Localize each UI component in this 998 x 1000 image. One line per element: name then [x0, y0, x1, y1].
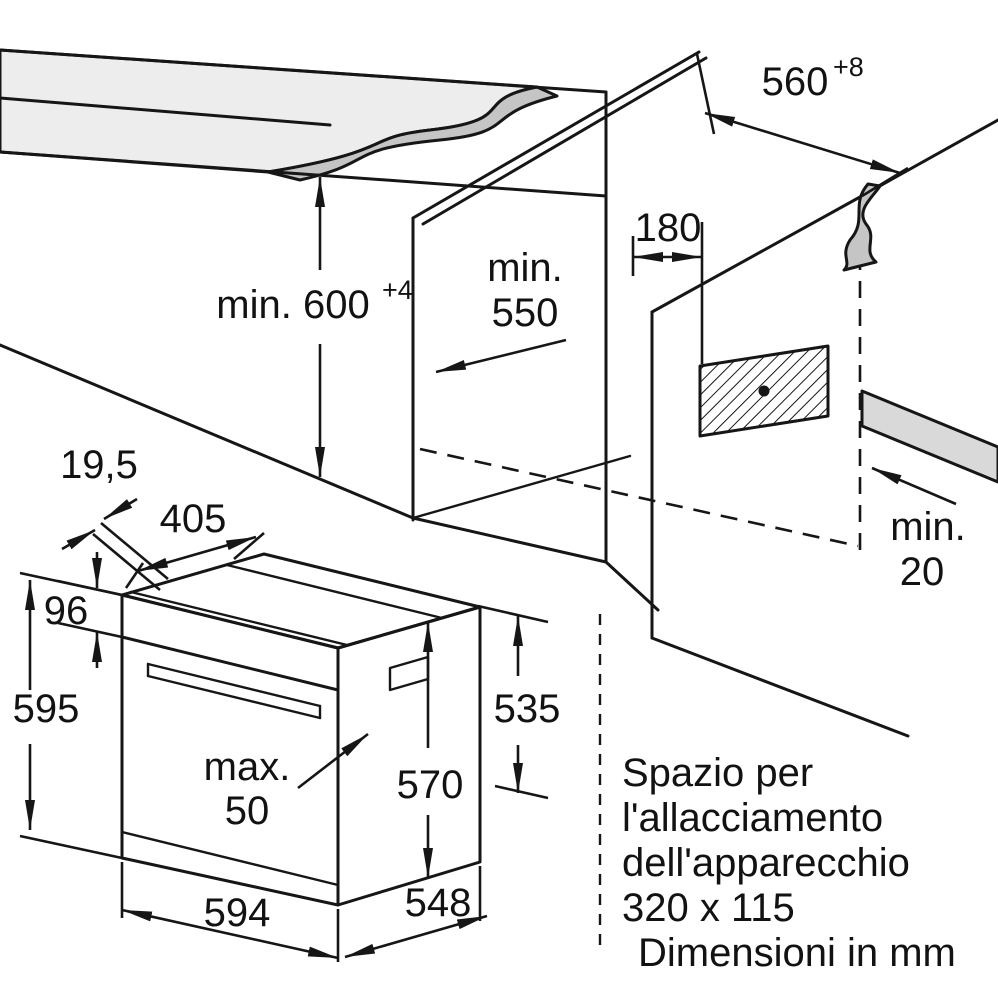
- niche-hidden-rear-edge: [419, 447, 859, 548]
- body-depth-label: 570: [397, 763, 464, 807]
- niche-width-line: [704, 111, 901, 175]
- niche-floor-depth-edge: [411, 454, 632, 520]
- worktop-underside-edge: [0, 150, 608, 198]
- panel-height-ext-bottom: [57, 621, 123, 639]
- wall-torn-band: [842, 182, 882, 272]
- handle-depth-label-2: 50: [225, 789, 270, 833]
- front-overhang-ext-1: [92, 533, 161, 591]
- note-line-4: 320 x 115: [622, 886, 795, 930]
- dimension-panel-height: 96: [44, 552, 123, 668]
- dimension-oven-depth: 548: [344, 866, 488, 959]
- niche-width-tolerance: +8: [833, 52, 864, 82]
- dimension-body-depth: 570: [397, 622, 464, 878]
- worktop-front-top-edge: [0, 96, 332, 127]
- rear-gap-label-1: min.: [890, 505, 966, 549]
- dimension-niche-width: 560 +8: [695, 52, 909, 198]
- dimension-oven-width: 594: [120, 862, 340, 962]
- right-panel-top-edge: [650, 195, 862, 314]
- side-height-ext-bottom: [494, 784, 549, 800]
- oven-side-handle-profile: [388, 655, 430, 692]
- cabinet-niche-drawing: min. 600 +4 min. 550 180 560 +8 min.: [0, 48, 998, 738]
- worktop-torn-band: [266, 85, 559, 182]
- oven-handle-top: [146, 662, 322, 708]
- oven-handle-bottom: [146, 674, 322, 720]
- connection-space-area: [698, 344, 830, 438]
- dimension-rear-gap: min. 20: [871, 466, 966, 594]
- handle-depth-label-1: max.: [204, 745, 291, 789]
- connection-note: Spazio per l'allacciamento dell'apparecc…: [598, 614, 956, 975]
- niche-depth-label-1: min.: [487, 246, 563, 290]
- top-clearance-label: 180: [635, 206, 702, 250]
- dimension-niche-height: min. 600 +4: [216, 177, 413, 477]
- oven-height-label: 595: [13, 687, 80, 731]
- rear-gap-arrow: [871, 466, 957, 506]
- oven-width-line: [121, 908, 339, 960]
- front-overhang-label: 19,5: [60, 443, 138, 487]
- oven-top-trim-line: [129, 590, 349, 647]
- dimension-top-clearance: 180: [631, 206, 704, 364]
- niche-height-label: min. 600: [216, 283, 369, 327]
- niche-width-ext-right: [861, 166, 909, 198]
- niche-width-label: 560: [762, 60, 829, 104]
- niche-top-depth-edge-1: [411, 50, 701, 220]
- niche-top-depth-edge-2: [421, 56, 708, 226]
- oven-height-ext-top: [19, 571, 123, 597]
- panel-height-label: 96: [44, 589, 89, 633]
- oven-depth-line: [344, 914, 488, 959]
- niche-floor-front-edge: [411, 516, 608, 564]
- note-line-3: dell'apparecchio: [622, 841, 910, 885]
- niche-width-ext-left: [695, 53, 716, 135]
- rear-worktop-strip: [860, 389, 998, 484]
- dimension-niche-depth: min. 550: [435, 246, 567, 374]
- dimension-top-depth: 405: [124, 497, 265, 589]
- front-overhang-ext-2: [100, 522, 169, 580]
- oven-top-inner-line: [225, 563, 444, 620]
- note-line-5: Dimensioni in mm: [638, 931, 956, 975]
- niche-height-tolerance: +4: [382, 275, 413, 305]
- oven-control-panel-line: [120, 635, 340, 692]
- dimension-side-height: 535: [477, 604, 561, 800]
- oven-drawing: 19,5 405 96 595 max. 50: [13, 443, 561, 962]
- right-panel-bottom-edge: [650, 636, 910, 738]
- note-line-1: Spazio per: [622, 751, 813, 795]
- worktop-top-edge: [0, 48, 608, 94]
- oven-height-ext-bottom: [19, 834, 123, 860]
- front-overhang-arrow-left: [61, 528, 96, 551]
- oven-width-label: 594: [204, 891, 271, 935]
- top-depth-line: [137, 535, 257, 573]
- oven-handle: [146, 662, 322, 720]
- front-overhang-arrow-right: [103, 497, 138, 521]
- note-line-2: l'allacciamento: [622, 796, 883, 840]
- dimension-handle-depth: max. 50: [204, 732, 369, 833]
- niche-depth-label-2: 550: [492, 291, 559, 335]
- top-depth-label: 405: [160, 497, 227, 541]
- oven-side-face: [336, 605, 482, 907]
- connection-point-dot: [758, 385, 770, 397]
- top-depth-ext-1: [124, 562, 145, 589]
- side-height-label: 535: [494, 687, 561, 731]
- niche-floor-right-edge: [604, 560, 660, 612]
- handle-depth-arrow: [297, 732, 369, 790]
- niche-depth-arrow: [435, 338, 567, 374]
- side-height-ext-top: [477, 604, 549, 624]
- cabinet-run-bottom-edge: [0, 343, 415, 520]
- dimension-oven-height: 595: [13, 571, 123, 860]
- oven-depth-label: 548: [405, 881, 472, 925]
- rear-gap-label-2: 20: [900, 550, 945, 594]
- oven-door-bottom-line: [120, 830, 340, 887]
